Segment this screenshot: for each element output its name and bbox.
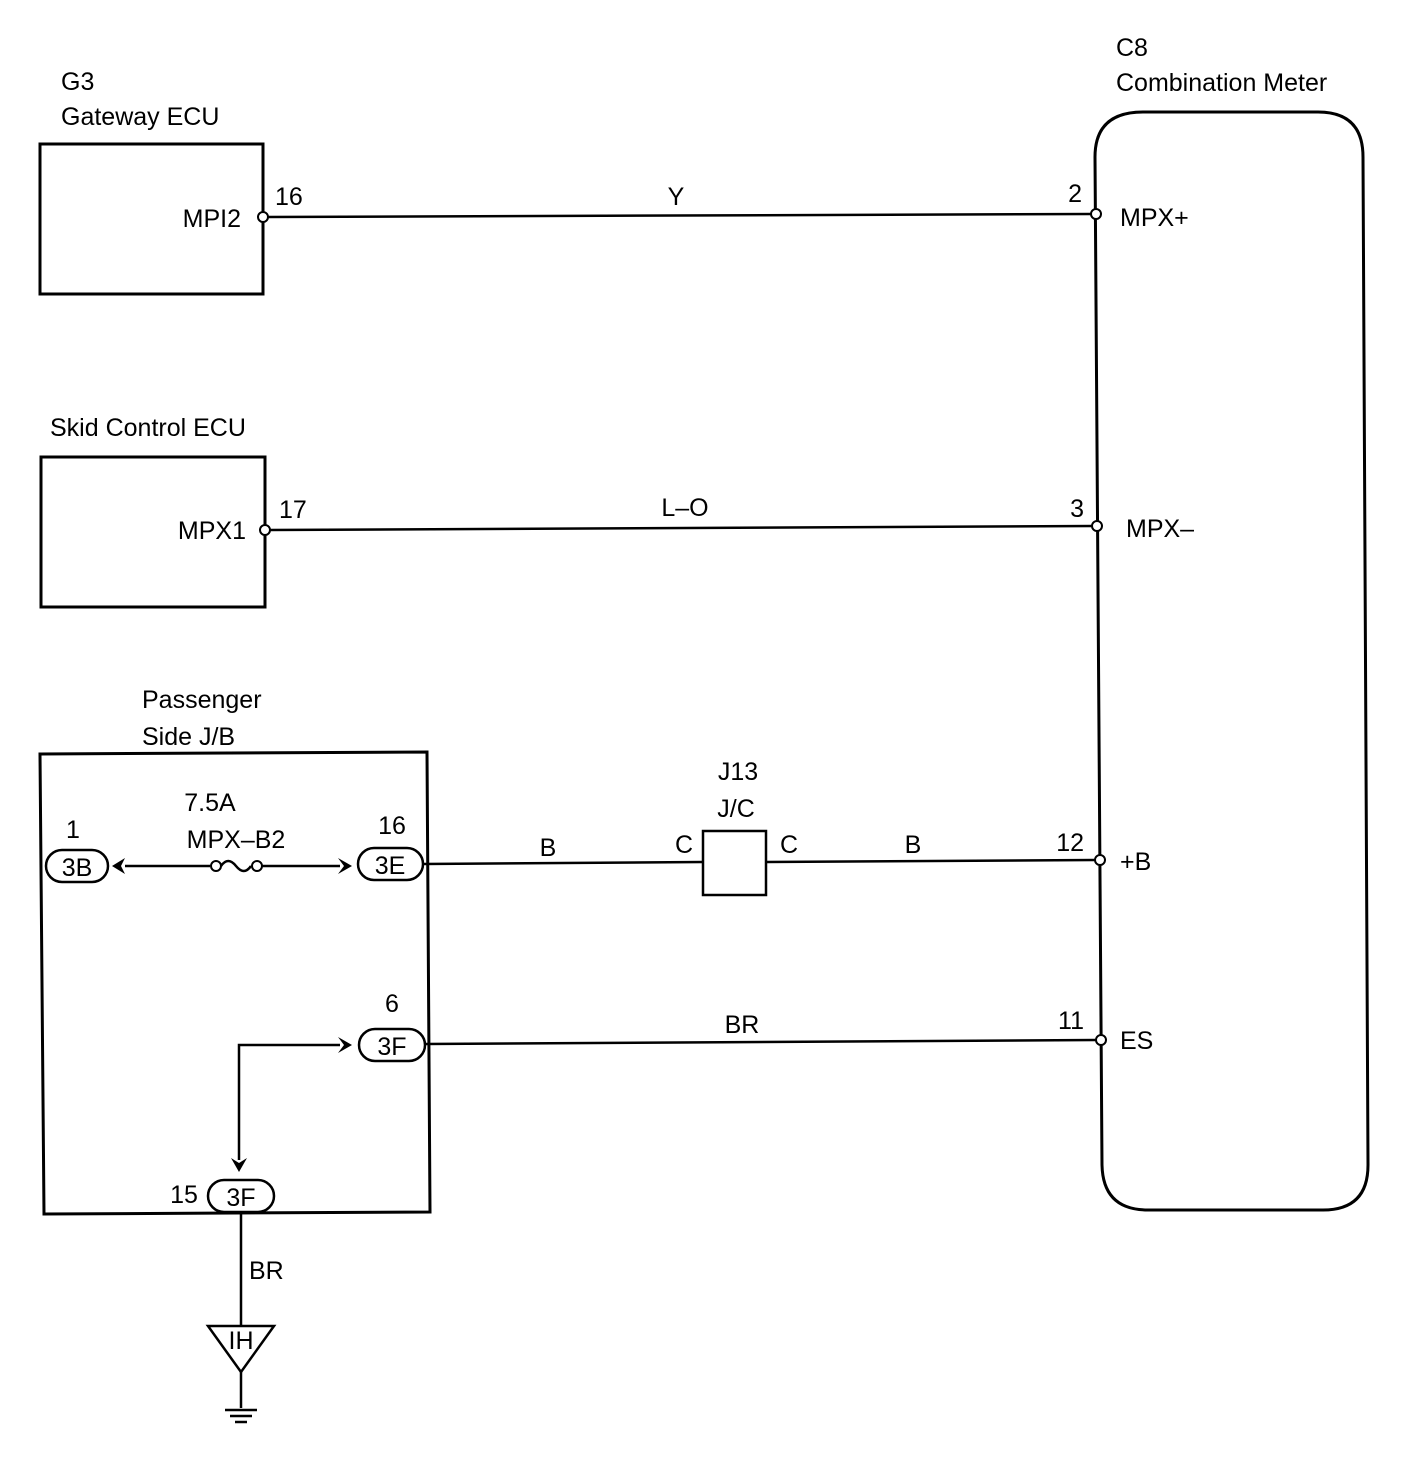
conn-3e-pin-number: 16 <box>378 812 406 840</box>
meter-pin-3-label: MPX– <box>1126 515 1194 543</box>
conn-3f-top-arrow-icon <box>338 1037 352 1053</box>
wire-b-left <box>422 860 704 866</box>
conn-3f-bottom-code: 3F <box>226 1184 255 1212</box>
wire-mpx-minus <box>268 524 1094 532</box>
meter-pin-12-number: 12 <box>1056 829 1084 857</box>
meter-pin-2-label: MPX+ <box>1120 204 1189 232</box>
skid-pin-terminal <box>259 524 271 536</box>
jc-left-pin: C <box>675 831 693 859</box>
conn-3f-top-code: 3F <box>377 1033 406 1061</box>
skid-pin-label: MPX1 <box>178 517 246 545</box>
meter-pin-12-terminal <box>1094 854 1106 866</box>
meter-pin-11-label: ES <box>1120 1027 1153 1055</box>
meter-box <box>1093 110 1370 1212</box>
meter-code: C8 <box>1116 34 1148 62</box>
ground-point-label: IH <box>229 1327 254 1355</box>
gateway-pin-label: MPI2 <box>183 205 241 233</box>
meter-pin-3-number: 3 <box>1070 495 1084 523</box>
conn-3b-shape <box>44 848 110 884</box>
fuse-icon <box>219 859 253 873</box>
wire-ground-color: BR <box>249 1257 284 1285</box>
ground-icon <box>225 1408 257 1424</box>
fuse-terminal-right <box>251 860 263 872</box>
gateway-name: Gateway ECU <box>61 103 219 131</box>
conn-3e-arrow-icon <box>338 858 352 874</box>
conn-3e-code: 3E <box>375 852 406 880</box>
jc-name: J/C <box>717 795 755 823</box>
wire-mpx-plus-color: Y <box>668 183 685 211</box>
wire-es <box>424 1038 1097 1046</box>
jb-name-line1: Passenger <box>142 686 262 714</box>
gateway-pin-terminal <box>257 211 269 223</box>
skid-pin-number: 17 <box>279 496 307 524</box>
conn-3b-arrow-icon <box>112 858 125 874</box>
ground-point-triangle <box>205 1324 277 1375</box>
conn-3f-top-shape <box>357 1027 427 1063</box>
wire-b-right <box>765 858 1096 864</box>
jb-box <box>38 750 432 1216</box>
wire-b-right-color: B <box>905 831 922 859</box>
meter-pin-12-label: +B <box>1120 848 1151 876</box>
jb-name-line2: Side J/B <box>142 723 235 751</box>
conn-3b-code: 3B <box>62 854 93 882</box>
meter-pin-2-number: 2 <box>1068 180 1082 208</box>
meter-pin-3-terminal <box>1091 520 1103 532</box>
jc-box <box>701 829 768 897</box>
fuse-rating: 7.5A <box>184 789 236 817</box>
wire-mpx-minus-color: L–O <box>661 494 708 522</box>
conn-3b-pin-number: 1 <box>66 816 80 844</box>
gateway-code: G3 <box>61 68 94 96</box>
conn-3f-bottom-arrow-icon <box>231 1158 247 1172</box>
wire-mpx-plus <box>266 212 1093 219</box>
wire-b-left-color: B <box>540 834 557 862</box>
meter-pin-11-terminal <box>1095 1034 1107 1046</box>
conn-3f-bottom-pin-number: 15 <box>170 1181 198 1209</box>
jc-code: J13 <box>718 758 758 786</box>
meter-pin-2-terminal <box>1090 208 1102 220</box>
meter-name: Combination Meter <box>1116 69 1327 97</box>
skid-name: Skid Control ECU <box>50 414 246 442</box>
fuse-name: MPX–B2 <box>187 826 286 854</box>
meter-pin-11-number: 11 <box>1058 1007 1084 1035</box>
wire-es-color: BR <box>725 1011 760 1039</box>
gateway-pin-number: 16 <box>275 183 303 211</box>
fuse-terminal-left <box>210 860 222 872</box>
conn-3f-top-pin-number: 6 <box>385 990 399 1018</box>
jc-right-pin: C <box>780 831 798 859</box>
jb-internal-ground-wire <box>237 1043 340 1160</box>
